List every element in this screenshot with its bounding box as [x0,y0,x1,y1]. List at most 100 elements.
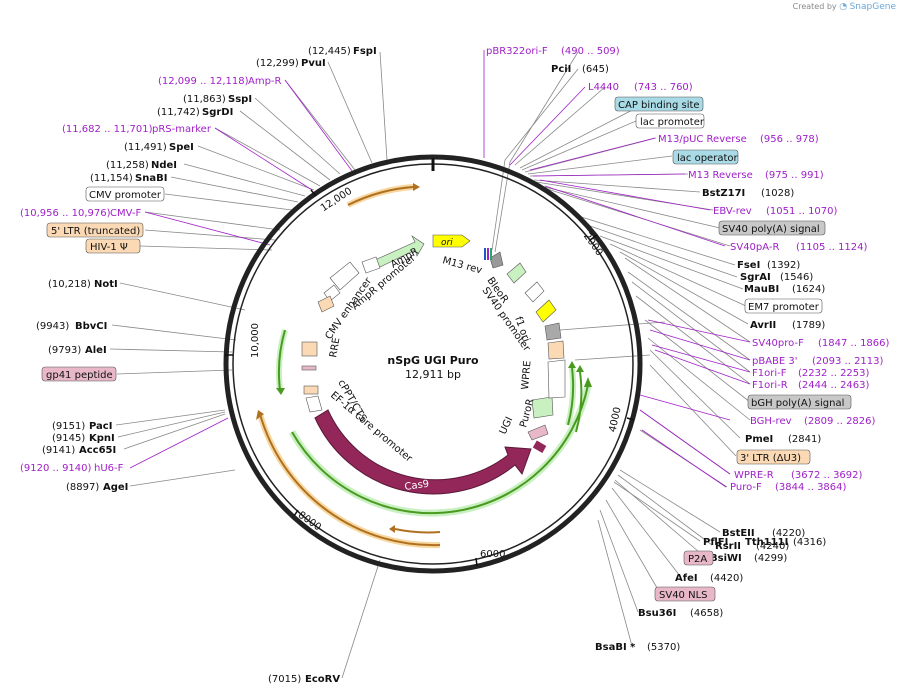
puror-block [531,396,554,419]
bsabi-pos: (5370) [647,642,680,653]
gp41-label: gp41 peptide [46,370,113,381]
acc65i-pos: (9141) [42,445,75,456]
pbabe-label: pBABE 3' [752,356,798,367]
f1orif-label: F1ori-F [752,368,787,379]
cap-box [614,96,704,112]
sv40par-pos: (1105 .. 1124) [796,242,868,253]
bbvci-pos: (9943) [36,321,69,332]
cap-label: CAP binding site [618,100,700,111]
noti-pos: (10,218) [48,279,91,290]
paci-pos: (9151) [52,421,85,432]
bsiwi-label: BsiWI [710,553,742,564]
p2a-block [527,424,549,441]
avrii-label: AvrII [750,320,776,331]
spei-pos: (11,491) [124,142,167,153]
pflfi-pos: (4316) [793,537,826,548]
tick-4000: 4000 [608,406,624,433]
rsrii-label: RsrII [715,541,741,552]
kpni-pos: (9145) [52,433,85,444]
bstz17i-label: BstZ17I [702,188,745,199]
ugi-inner-label: UGI [498,415,516,436]
green-arc-right2-head [576,365,584,372]
green-arc-left-head [276,388,285,395]
afei-label: AfeI [675,573,698,584]
ugi-block [532,440,547,453]
bstz17i-pos: (1028) [761,188,794,199]
f1orif-pos: (2232 .. 2253) [798,368,870,379]
ecorv-pos: (7015) [268,674,301,685]
tth-label: Tth111I [745,537,788,548]
lacprom-label: lac promoter [640,117,705,128]
afei-pos: (4420) [710,573,743,584]
hu6f-pos: (9120 .. 9140) [20,463,92,474]
spei-label: SpeI [169,142,194,153]
lacprom-box [635,113,705,129]
orange-arc-bottom-head [256,410,264,420]
cmvprom-box [85,186,165,202]
l4440-label: L4440 [588,82,619,93]
sspi-label: SspI [228,94,252,105]
bsteii-pos: (4220) [772,528,805,539]
agei-label: AgeI [103,482,128,493]
ori-label: ori [441,238,453,248]
p2a-label: P2A [688,554,707,565]
prs-pos: (11,682 .. 11,701) [62,124,153,135]
em7-box [744,298,823,314]
sv40nls-box [654,586,716,602]
avrii-pos: (1789) [792,320,825,331]
backbone-ring [223,154,643,574]
tick-6000: 6000 [480,549,505,560]
orange-arc-top [347,186,414,206]
pmei-pos: (2841) [788,434,821,445]
snapgene-credit: Created by ◔ SnapGene [793,2,896,12]
em7-label: EM7 promoter [748,302,820,313]
bghrev-label: BGH-rev [750,416,792,427]
bgh-box [747,394,852,410]
pbr322-pos: (490 .. 509) [561,46,620,57]
orange-arc-small [394,528,441,534]
sv40polya-label: SV40 poly(A) signal [722,224,820,235]
left-labels: (12,445) FspI (12,299) PvuI (12,099 .. 1… [20,46,377,685]
pmei-label: PmeI [745,434,773,445]
ebvrev-pos: (1051 .. 1070) [766,206,838,217]
ndei-pos: (11,258) [106,160,149,171]
sv40polya-box [718,220,826,236]
cmvf-label: CMV-F [110,208,141,219]
lacop-label: lac operator [677,153,738,164]
fsei-label: FseI [737,260,760,271]
sv40-promoter-block [524,281,545,303]
orange-arc-top-glow [346,184,414,208]
rsrii-pos: (4240) [756,541,789,552]
sv40prof-pos: (1847 .. 1866) [818,338,890,349]
sgrai-pos: (1546) [780,272,813,283]
pcii-pos: (645) [582,64,609,75]
m13puc-label: M13/pUC Reverse [658,134,747,145]
hiv-label: HIV-1 Ψ [90,242,128,253]
hu6f-label: hU6-F [94,463,124,474]
lac-block-1 [484,248,486,260]
cmv-enhancer-block [329,261,360,291]
em7-block [489,251,504,269]
pcii-label: PciI [551,64,571,75]
f1orir-pos: (2444 .. 2463) [798,380,870,391]
pvui-label: PvuI [301,58,326,69]
sgrdi-pos: (11,742) [157,107,200,118]
prs-label: pRS-marker [152,124,212,135]
f1orir-label: F1ori-R [752,380,788,391]
bbvci-label: BbvCI [75,321,107,332]
m13rev-inner-label: M13 rev [441,255,483,276]
bghrev-pos: (2809 .. 2826) [804,416,876,427]
bsu36i-pos: (4658) [690,608,723,619]
pbabe-pos: (2093 .. 2113) [812,356,884,367]
alei-pos: (9793) [48,345,81,356]
lac-block-3 [490,248,492,260]
ef1a-block [305,395,323,413]
maubi-pos: (1624) [792,284,825,295]
ltr5-block [317,295,335,313]
sv40nls-label: SV40 NLS [659,590,708,601]
purof-pos: (3844 .. 3864) [775,482,847,493]
green-arc-right1 [567,367,575,426]
kpni-label: KpnI [89,433,115,444]
gp41-box [41,366,117,382]
cmv-enhancer-inner-label: CMV enhancer [323,275,374,342]
